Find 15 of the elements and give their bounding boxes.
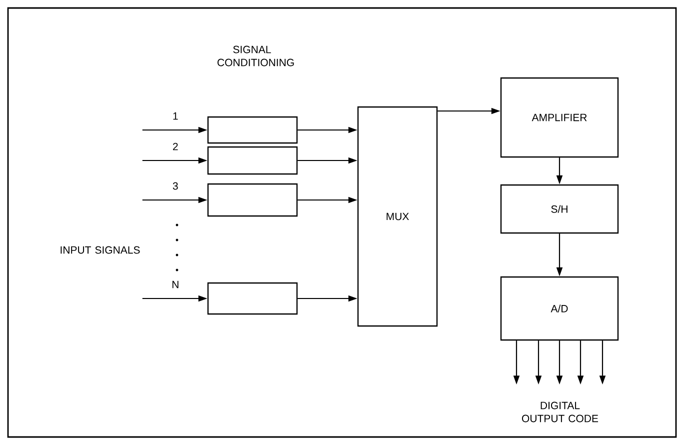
process-box: A/D xyxy=(500,276,619,341)
edge-label: N xyxy=(170,280,180,290)
edge-label: 1 xyxy=(171,111,180,121)
process-box: MUX xyxy=(357,106,438,327)
signal-conditioning-box xyxy=(207,282,298,315)
signal-conditioning-box xyxy=(207,146,298,175)
caption-text: SIGNAL CONDITIONING xyxy=(218,46,294,66)
process-box: AMPLIFIER xyxy=(500,77,619,158)
edge-label: 3 xyxy=(171,181,180,191)
edge-label: 2 xyxy=(171,142,180,152)
caption-text: DIGITAL OUTPUT CODE xyxy=(522,402,598,422)
process-box: S/H xyxy=(500,184,619,234)
signal-conditioning-box xyxy=(207,183,298,217)
caption-text: INPUT SIGNALS xyxy=(60,246,140,254)
signal-conditioning-box xyxy=(207,116,298,144)
